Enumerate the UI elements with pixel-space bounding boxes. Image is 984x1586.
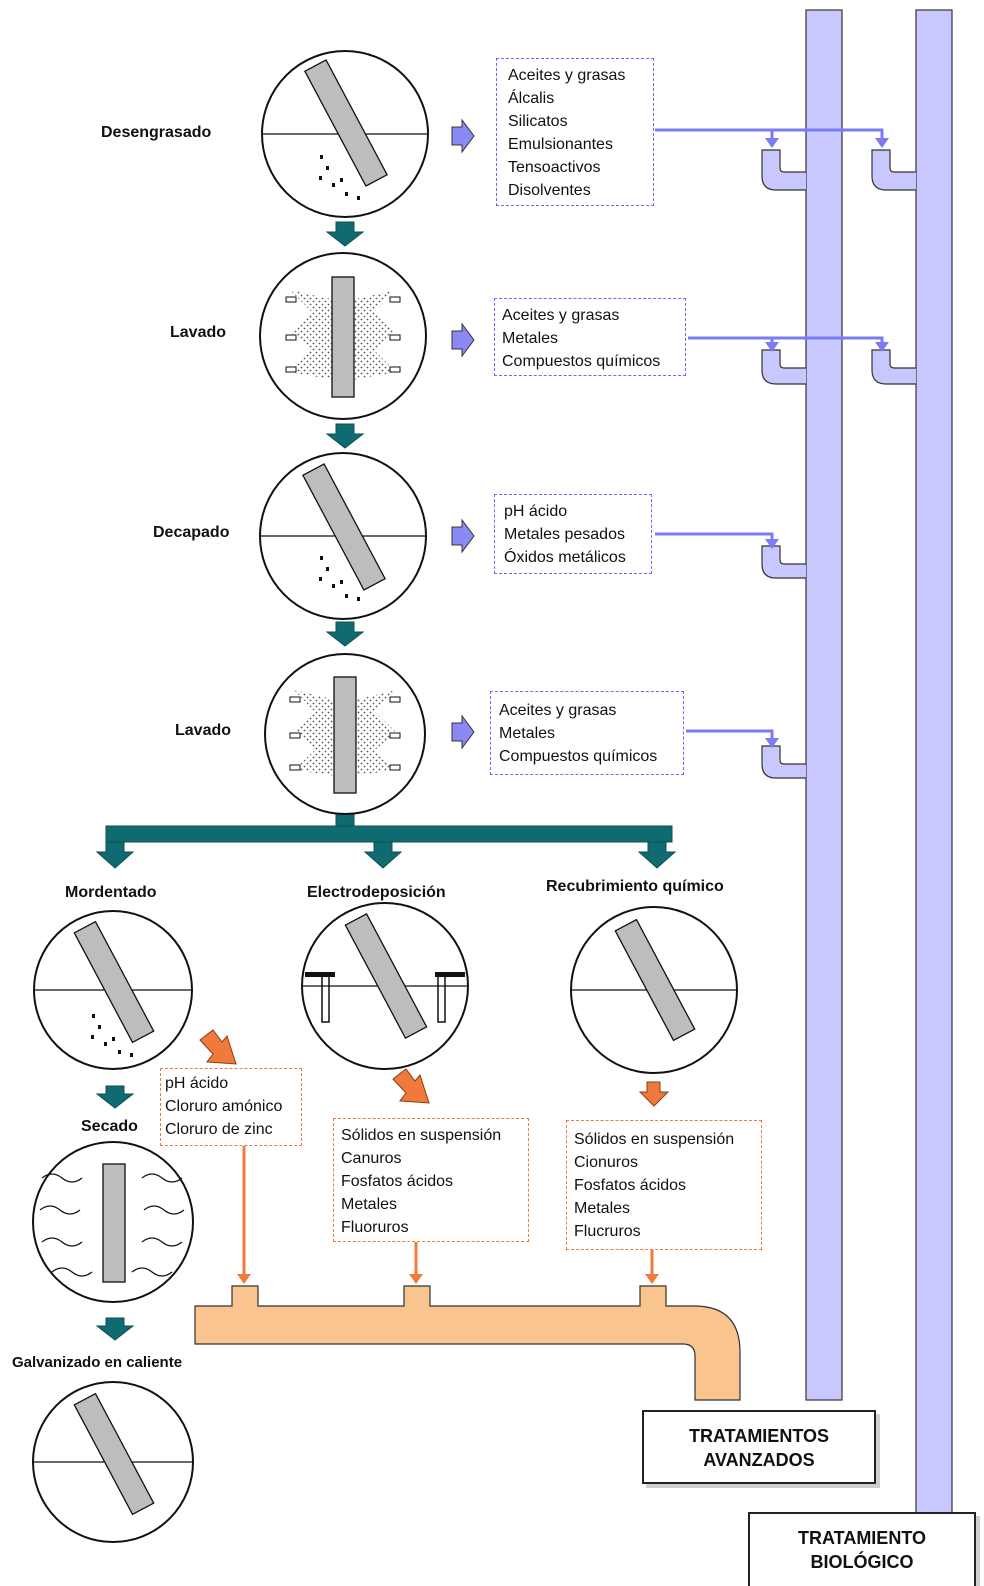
- effluent-item: Disolventes: [508, 182, 591, 199]
- tank-mordentado: [33, 910, 193, 1070]
- treatment-avanzados-line-1: TRATAMIENTOS: [689, 1426, 829, 1446]
- effluent-item: Canuros: [341, 1150, 402, 1167]
- treatment-biologico: TRATAMIENTO BIOLÓGICO: [748, 1512, 976, 1586]
- label-lavado-2: Lavado: [175, 722, 232, 739]
- treatment-avanzados-line-2: AVANZADOS: [703, 1450, 815, 1470]
- effluent-item: Metales: [574, 1200, 631, 1217]
- label-recubrimiento: Recubrimiento químico: [546, 878, 724, 895]
- effluent-box-lavado-2: Aceites y grasas Metales Compuestos quím…: [490, 691, 684, 775]
- effluent-box-mordentado: pH ácido Cloruro amónico Cloruro de zinc: [160, 1068, 302, 1146]
- effluent-item: Óxidos metálicos: [504, 549, 626, 566]
- effluent-item: Aceites y grasas: [508, 67, 626, 84]
- effluent-arrowheads-blue: [765, 138, 889, 748]
- effluent-item: Silicatos: [508, 113, 568, 130]
- effluent-item: Cloruro de zinc: [165, 1121, 273, 1138]
- label-secado: Secado: [81, 1118, 138, 1135]
- label-lavado-1: Lavado: [170, 324, 227, 341]
- effluent-box-decapado: pH ácido Metales pesados Óxidos metálico…: [494, 494, 652, 574]
- effluent-item: Emulsionantes: [508, 136, 613, 153]
- effluent-item: Sólidos en suspensión: [574, 1131, 735, 1148]
- effluent-item: Metales: [499, 725, 556, 742]
- effluent-item: Compuestos químicos: [502, 353, 661, 370]
- effluent-box-recubrimiento: Sólidos en suspensión Cionuros Fosfatos …: [566, 1120, 762, 1250]
- label-desengrasado: Desengrasado: [101, 124, 212, 141]
- effluent-item: pH ácido: [504, 503, 568, 520]
- treatment-biologico-line-2: BIOLÓGICO: [810, 1552, 914, 1572]
- pipe-inlets: [761, 149, 916, 779]
- tank-galvanizado: [32, 1381, 194, 1543]
- tank-lavado-2: [264, 653, 426, 815]
- orange-collector-pipe: [194, 1285, 741, 1401]
- effluent-item: Álcalis: [508, 90, 555, 107]
- tank-desengrasado: [261, 50, 429, 218]
- effluent-item: Metales pesados: [504, 526, 625, 543]
- effluent-item: Cloruro amónico: [165, 1098, 283, 1115]
- effluent-box-electrodeposicion: Sólidos en suspensión Canuros Fosfatos á…: [333, 1118, 529, 1242]
- effluent-arrowheads-orange: [237, 1274, 659, 1284]
- effluent-item: Aceites y grasas: [502, 307, 620, 324]
- effluent-item: Fluoruros: [341, 1219, 409, 1236]
- teal-down-arrows: [95, 221, 365, 1341]
- effluent-item: Tensoactivos: [508, 159, 601, 176]
- blue-block-arrows: [451, 118, 475, 750]
- collector-pipe-1: [805, 9, 843, 1401]
- treatment-biologico-line-1: TRATAMIENTO: [798, 1528, 926, 1548]
- effluent-item: Aceites y grasas: [499, 702, 617, 719]
- tank-secado: [32, 1141, 194, 1303]
- effluent-item: Metales: [502, 330, 559, 347]
- split-manifold: [95, 803, 677, 869]
- effluent-item: Flucruros: [574, 1223, 641, 1240]
- tank-recubrimiento: [570, 906, 738, 1074]
- orange-block-arrows: [199, 1029, 670, 1107]
- effluent-item: Fosfatos ácidos: [574, 1177, 687, 1194]
- effluent-item: Metales: [341, 1196, 398, 1213]
- effluent-item: Fosfatos ácidos: [341, 1173, 454, 1190]
- tank-decapado: [259, 452, 427, 620]
- effluent-box-lavado-1: Aceites y grasas Metales Compuestos quím…: [494, 298, 686, 376]
- label-decapado: Decapado: [153, 524, 230, 541]
- treatment-avanzados: TRATAMIENTOS AVANZADOS: [642, 1410, 876, 1484]
- tank-electrodeposicion: [301, 902, 469, 1070]
- effluent-item: Cionuros: [574, 1154, 639, 1171]
- label-galvanizado: Galvanizado en caliente: [12, 1354, 183, 1371]
- effluent-box-desengrasado: Aceites y grasas Álcalis Silicatos Emuls…: [496, 58, 654, 206]
- collector-pipe-2: [915, 9, 953, 1571]
- tank-lavado-1: [259, 252, 427, 420]
- effluent-item: Compuestos químicos: [499, 748, 658, 765]
- label-electrodeposicion: Electrodeposición: [307, 884, 446, 901]
- effluent-lines-blue: [655, 128, 884, 742]
- effluent-item: pH ácido: [165, 1075, 229, 1092]
- label-mordentado: Mordentado: [65, 884, 157, 901]
- effluent-item: Sólidos en suspensión: [341, 1127, 502, 1144]
